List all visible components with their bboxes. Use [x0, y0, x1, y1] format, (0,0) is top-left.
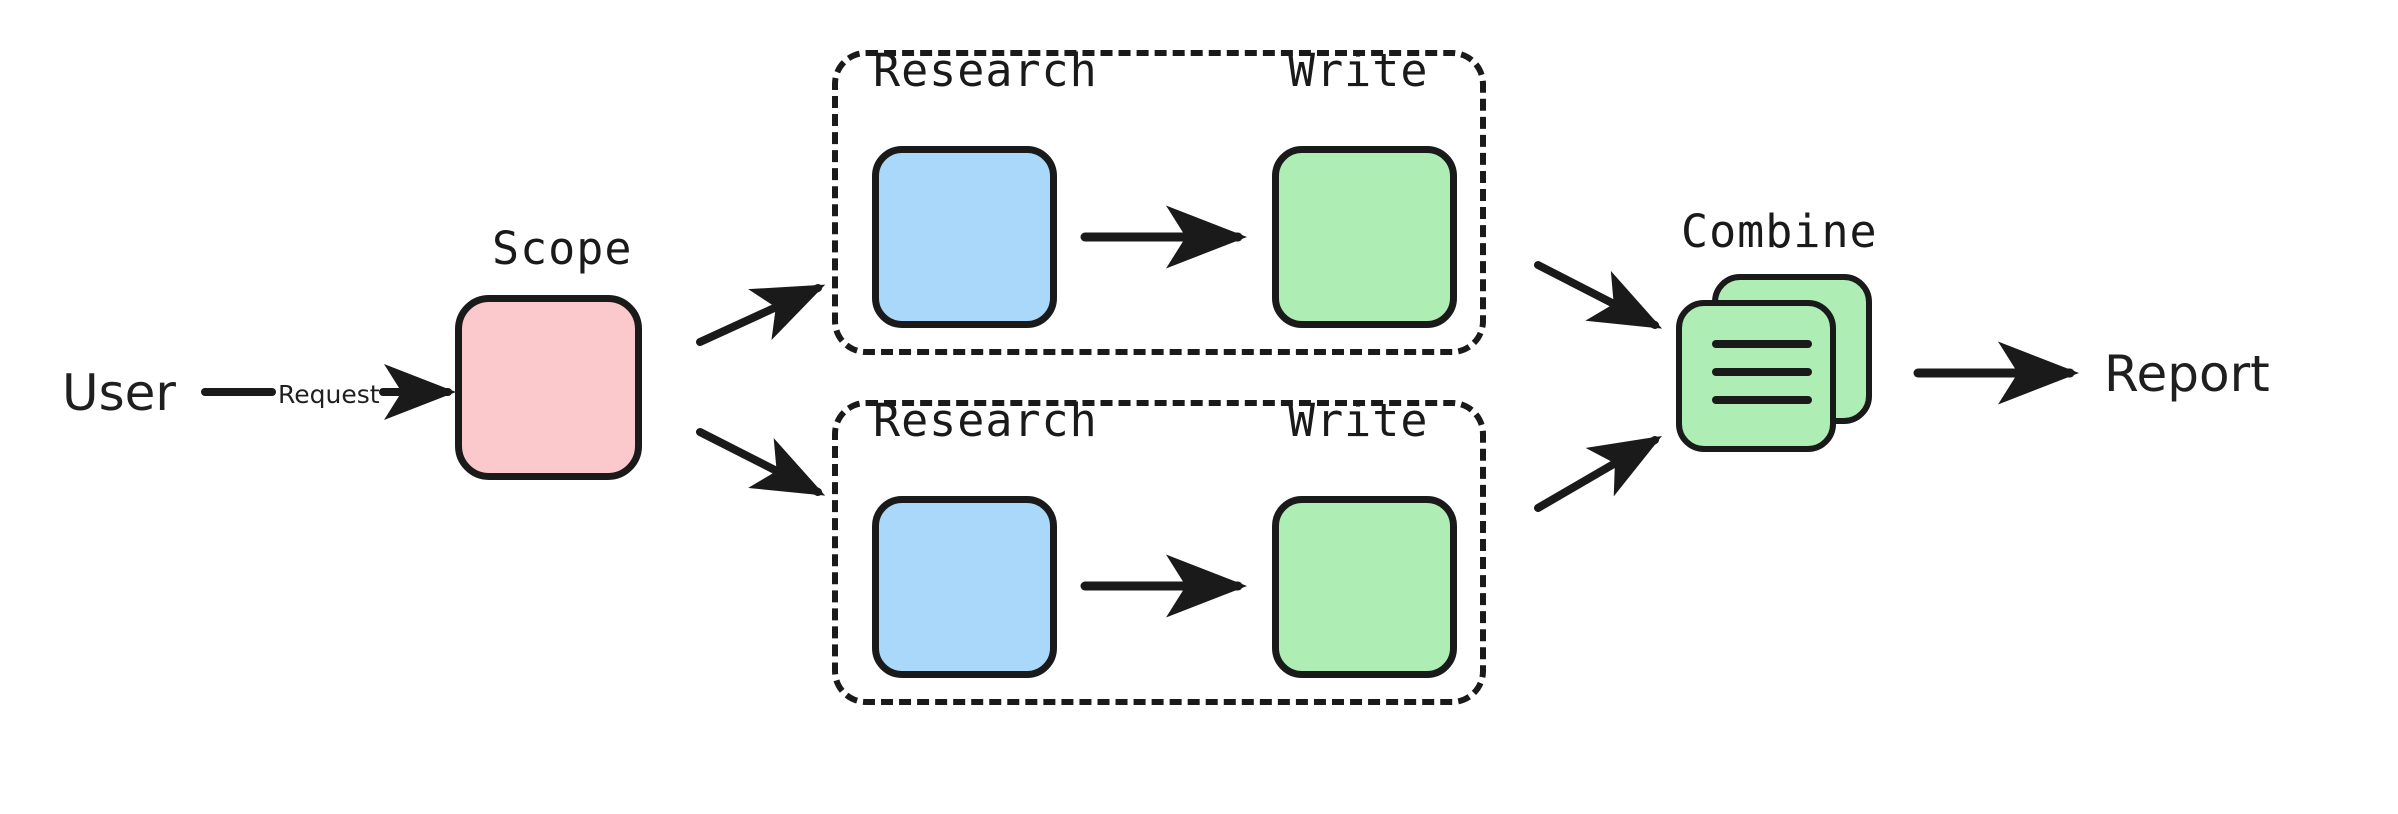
- group-branch-top: [832, 50, 1486, 355]
- node-report-label: Report: [2104, 345, 2270, 403]
- node-user-label: User: [62, 364, 176, 422]
- edge-label-request: Request: [278, 380, 380, 409]
- combine-card-front: [1676, 300, 1836, 452]
- group-top-write-label: Write: [1288, 44, 1429, 97]
- node-combine-label: Combine: [1681, 205, 1878, 258]
- node-combine-stack[interactable]: [1676, 274, 1876, 454]
- group-branch-bottom: [832, 400, 1486, 705]
- edge-scope-to-branch-bottom: [696, 428, 826, 496]
- edge-scope-to-branch-top: [696, 284, 826, 346]
- combine-text-line-2: [1712, 368, 1812, 376]
- group-bottom-research-box[interactable]: [872, 496, 1057, 678]
- node-scope-label: Scope: [492, 222, 633, 275]
- group-top-research-box[interactable]: [872, 146, 1057, 328]
- group-top-research-label: Research: [873, 44, 1098, 97]
- edge-branch-top-to-combine: [1534, 261, 1663, 329]
- group-bottom-research-label: Research: [873, 394, 1098, 447]
- combine-text-line-1: [1712, 340, 1812, 348]
- edge-branch-bottom-to-combine: [1534, 435, 1662, 512]
- combine-text-line-3: [1712, 396, 1812, 404]
- group-top-write-box[interactable]: [1272, 146, 1457, 328]
- group-bottom-write-label: Write: [1288, 394, 1429, 447]
- group-bottom-write-box[interactable]: [1272, 496, 1457, 678]
- node-scope-box[interactable]: [455, 295, 642, 480]
